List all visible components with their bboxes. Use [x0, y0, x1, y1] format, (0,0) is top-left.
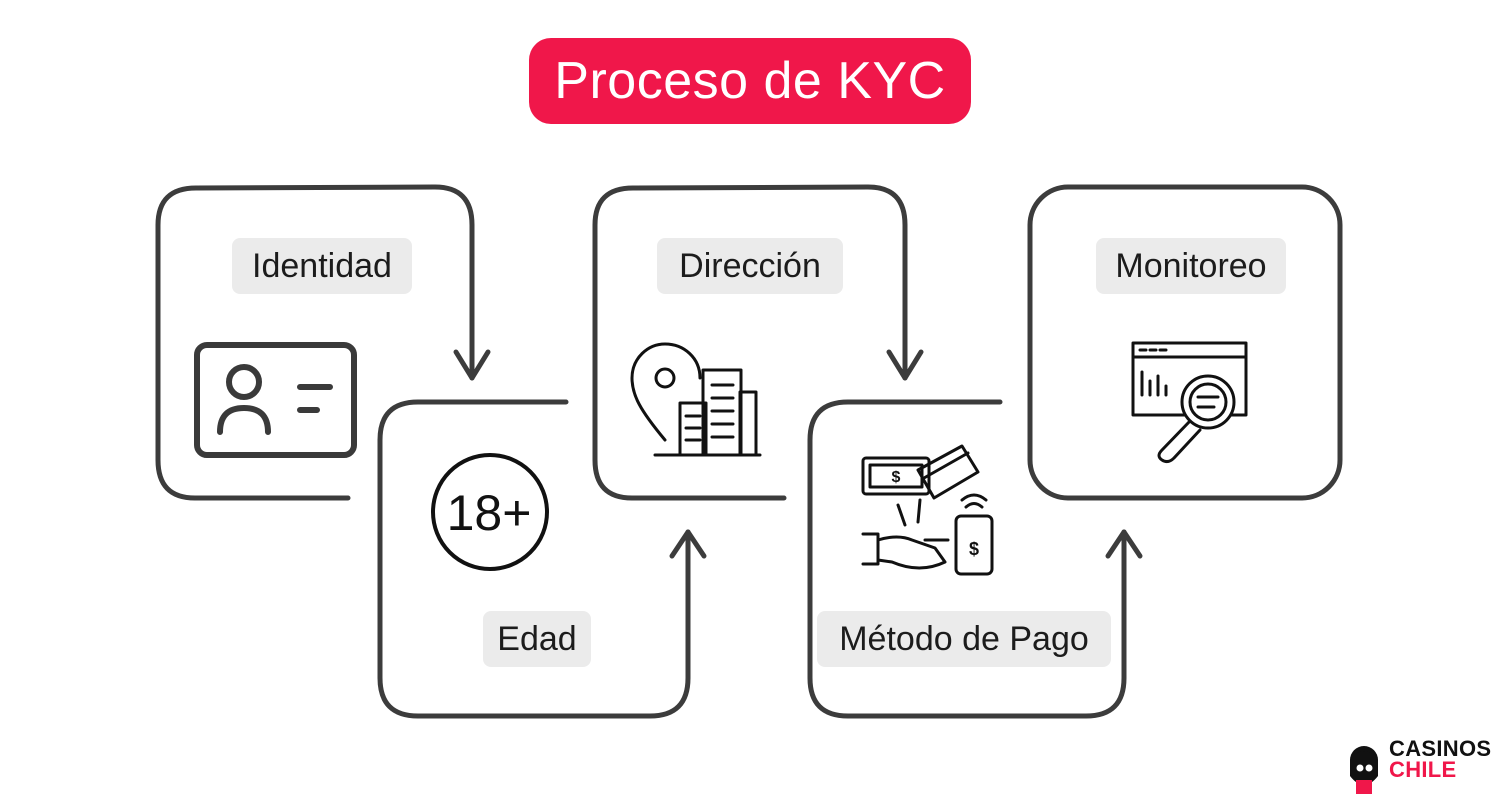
arrow-up-icon — [669, 529, 707, 559]
mascot-logo-icon — [1350, 746, 1378, 794]
step-box-monitoreo — [1027, 184, 1343, 501]
step-box-identidad — [155, 184, 475, 501]
step-box-metodo-de-pago — [807, 399, 1127, 719]
step-box-edad — [377, 399, 691, 719]
monitoring-analytics-icon — [1131, 341, 1248, 464]
step-box-direccion — [592, 184, 908, 501]
svg-text:$: $ — [892, 469, 901, 486]
arrow-down-icon — [453, 349, 491, 381]
page-title: Proceso de KYC — [529, 38, 971, 124]
step-label-metodo-de-pago: Método de Pago — [817, 611, 1111, 667]
svg-text:$: $ — [969, 539, 979, 559]
arrow-down-icon — [886, 349, 924, 381]
payment-methods-icon: $ $ — [861, 444, 994, 576]
step-label-identidad: Identidad — [232, 238, 412, 294]
age-18-plus-text: 18+ — [447, 485, 532, 541]
step-label-edad: Edad — [483, 611, 591, 667]
id-card-icon — [194, 342, 357, 458]
age-18-plus-icon: 18+ — [431, 453, 549, 571]
brand-name-line2: CHILE — [1389, 757, 1457, 782]
location-building-icon — [630, 342, 762, 457]
brand-name-line1: CASINOS — [1389, 736, 1492, 761]
brand-logo: CASINOS CHILE — [1344, 738, 1494, 800]
step-label-monitoreo: Monitoreo — [1096, 238, 1286, 294]
step-label-direccion: Dirección — [657, 238, 843, 294]
arrow-up-icon — [1105, 529, 1143, 559]
